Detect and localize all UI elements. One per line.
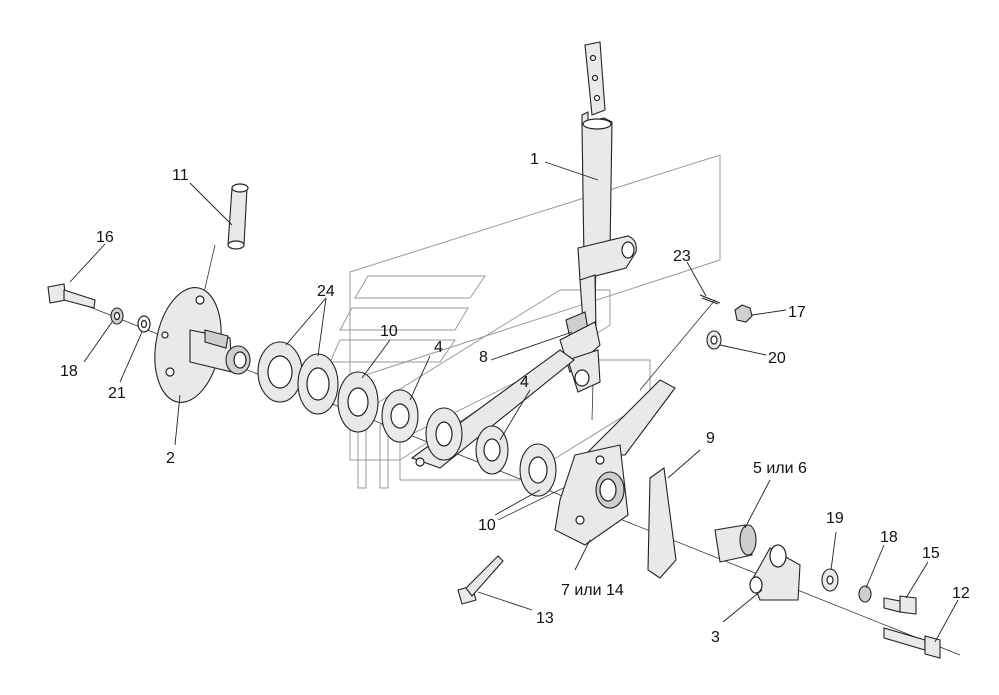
part-4-washer-2 [475,425,509,475]
part-11-pin [227,183,249,250]
label-part-23: 23 [673,248,691,265]
part-10-washer [337,371,379,433]
part-18-washer-left [110,307,124,325]
label-part-7-or-14: 7 или 14 [561,582,624,599]
callout-labels: 1 2 3 4 4 5 или 6 7 или 14 8 9 10 10 11 … [60,151,970,646]
label-part-16: 16 [96,229,114,246]
leader-lines [69,161,959,643]
label-part-13: 13 [536,610,554,627]
part-20-washer [706,330,722,350]
label-part-10-second: 10 [478,517,496,534]
label-part-10: 10 [380,323,398,340]
label-part-8: 8 [479,349,488,366]
label-part-9: 9 [706,430,715,447]
part-8-arm [410,349,575,469]
label-part-11: 11 [172,167,189,184]
part-21-washer [137,315,151,333]
part-19-washer [821,568,839,592]
label-part-20: 20 [768,350,786,367]
part-24-washer [257,341,303,403]
part-2-flange [154,287,251,403]
label-part-3: 3 [711,629,720,646]
part-5-bushing [714,524,757,563]
part-16-bolt [47,283,96,309]
part-15-bolt [883,595,917,615]
part-18-washer-right [858,585,872,603]
label-part-19: 19 [826,510,844,527]
label-part-12: 12 [952,585,970,602]
label-part-18-second: 18 [880,529,898,546]
label-part-4-second: 4 [520,374,529,391]
background-watermark-shapes [329,154,721,489]
part-24-washer-2 [297,353,339,415]
label-part-21: 21 [108,385,126,402]
label-part-24: 24 [317,283,335,300]
label-part-5-or-6: 5 или 6 [753,460,807,477]
part-23-cotter-pin [699,294,721,305]
label-part-1: 1 [530,151,539,168]
part-12-bolt [883,627,941,659]
label-part-2: 2 [166,450,175,467]
label-part-15: 15 [922,545,940,562]
part-1-lever [559,41,637,393]
label-part-4: 4 [434,339,443,356]
label-part-18: 18 [60,363,78,380]
part-17-nut [734,304,753,323]
part-10-washer-2 [519,443,557,497]
label-part-17: 17 [788,304,806,321]
part-13-bolt [457,555,504,605]
part-4-washer [381,389,419,443]
part-3-clamp [749,544,801,601]
part-9-plate [647,467,677,579]
part-7-bracket [554,379,676,546]
